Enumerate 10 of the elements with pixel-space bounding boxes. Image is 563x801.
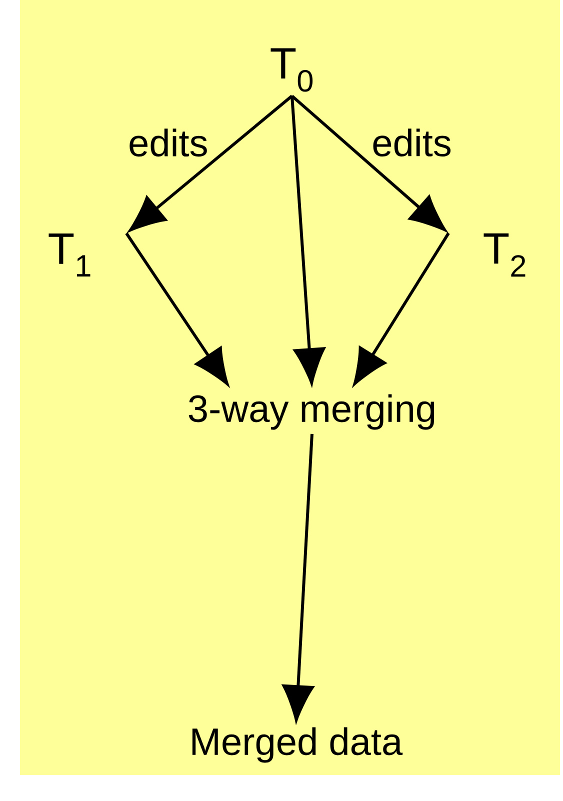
arrow <box>125 232 228 386</box>
edge-label: edits <box>370 128 453 158</box>
node-label: T$_{1}$ <box>48 234 90 276</box>
node-label: 3-way merging <box>188 394 434 430</box>
arrow <box>129 94 293 232</box>
node-label: Merged data <box>192 727 403 763</box>
arrow <box>291 94 446 232</box>
node-label: T$_{2}$ <box>484 233 526 277</box>
node-label: T$_{0}$ <box>270 48 313 92</box>
edge-label: edits <box>127 128 210 158</box>
